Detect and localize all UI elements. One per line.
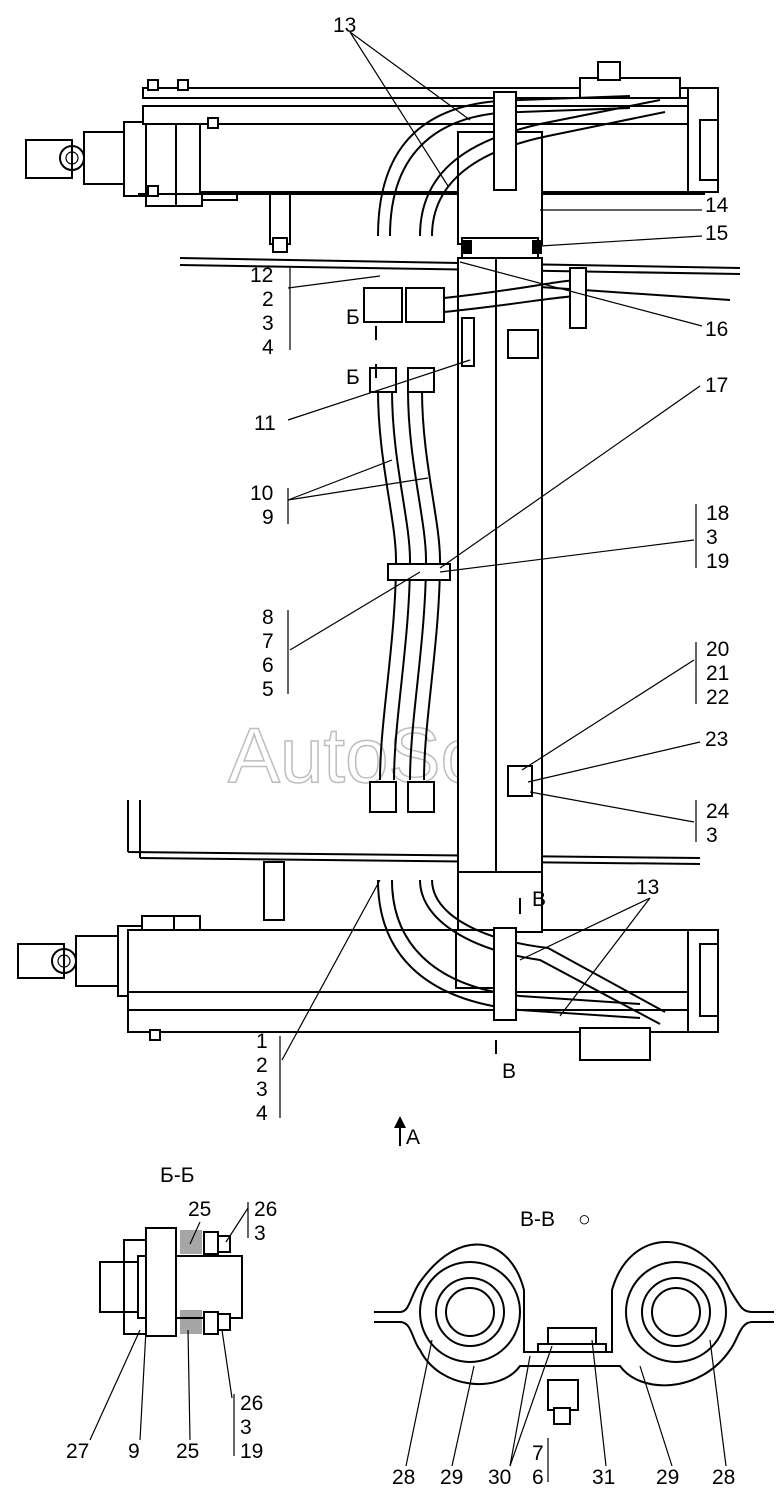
vv-label-31: 31	[592, 1466, 615, 1489]
label-9: 9	[262, 506, 274, 529]
label-1-4: 4	[256, 1102, 268, 1125]
label-7: 7	[262, 630, 274, 653]
top-cylinder	[25, 61, 719, 253]
main-labels: 13 14 15 16 17 11 12 2 3 4 Б Б 10 9 18 3…	[250, 14, 730, 1149]
leader-lines	[279, 31, 703, 1146]
label-21: 21	[706, 662, 729, 685]
vv-label-29-right: 29	[656, 1466, 679, 1489]
vv-label-28-left: 28	[392, 1466, 415, 1489]
label-11: 11	[254, 412, 276, 435]
label-b-top: Б	[346, 306, 360, 329]
label-24: 24	[706, 800, 730, 823]
central-column	[455, 131, 543, 989]
section-vv: В-В ○ 28 29 30 7 6 31 29 28	[374, 1208, 774, 1489]
section-vv-title: В-В	[520, 1208, 555, 1231]
label-14: 14	[705, 194, 729, 217]
label-13-bottom: 13	[636, 876, 659, 899]
label-23: 23	[705, 728, 728, 751]
label-18-3: 3	[706, 526, 718, 549]
bb-label-19: 19	[240, 1440, 263, 1463]
bb-label-9: 9	[128, 1440, 140, 1463]
bb-label-25-top: 25	[188, 1198, 211, 1221]
label-17: 17	[705, 374, 728, 397]
label-18: 18	[706, 502, 729, 525]
label-6: 6	[262, 654, 274, 677]
label-5: 5	[262, 678, 274, 701]
bb-label-25-bottom: 25	[176, 1440, 199, 1463]
section-bb: Б-Б 25 26 3 26 3 19 27 9 25	[66, 1164, 277, 1463]
hoses	[363, 91, 666, 1025]
vv-label-6: 6	[532, 1466, 544, 1489]
label-v-top: В	[532, 888, 546, 911]
label-20: 20	[706, 638, 729, 661]
bottom-plate	[127, 800, 701, 865]
label-15: 15	[705, 222, 728, 245]
label-arrow-a: А	[406, 1126, 420, 1149]
label-1-2: 2	[256, 1054, 268, 1077]
section-bb-title: Б-Б	[160, 1164, 195, 1187]
label-8: 8	[262, 606, 274, 629]
label-b-bottom: Б	[346, 366, 360, 389]
bb-label-3-bottom: 3	[240, 1416, 252, 1439]
label-1: 1	[256, 1030, 268, 1053]
vv-label-30: 30	[488, 1466, 511, 1489]
label-12-4: 4	[262, 336, 274, 359]
label-22: 22	[706, 686, 729, 709]
label-13-top: 13	[333, 14, 356, 37]
label-24-3: 3	[706, 824, 718, 847]
label-12-3: 3	[262, 312, 274, 335]
label-10: 10	[250, 482, 273, 505]
bb-label-26-bottom: 26	[240, 1392, 263, 1415]
label-16: 16	[705, 318, 728, 341]
label-1-3: 3	[256, 1078, 268, 1101]
bb-label-27: 27	[66, 1440, 89, 1463]
vv-label-29-left: 29	[440, 1466, 463, 1489]
rotate-symbol-icon: ○	[578, 1208, 591, 1231]
label-v-bottom: В	[502, 1060, 516, 1083]
bb-label-26-top: 26	[254, 1198, 277, 1221]
bb-label-3-top: 3	[254, 1222, 266, 1245]
vv-label-28-right: 28	[712, 1466, 735, 1489]
label-12: 12	[250, 264, 273, 287]
bottom-cylinder	[17, 861, 719, 1061]
vv-label-7: 7	[532, 1442, 544, 1465]
label-19: 19	[706, 550, 729, 573]
label-12-2: 2	[262, 288, 274, 311]
